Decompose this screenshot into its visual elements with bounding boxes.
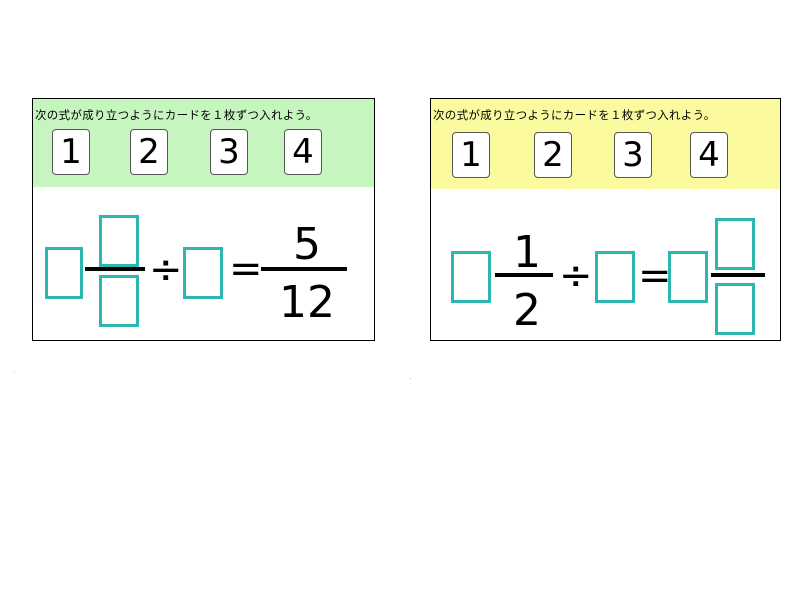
right-result-numerator-slot[interactable] (715, 218, 755, 270)
left-equals-sign: = (229, 246, 263, 292)
right-given-numerator: 1 (513, 227, 541, 278)
right-result-fraction-bar (711, 273, 765, 277)
right-header: 次の式が成り立つようにカードを１枚ずつ入れよう。 1 2 3 4 (431, 99, 780, 189)
left-puzzle-panel: 次の式が成り立つようにカードを１枚ずつ入れよう。 1 2 3 4 ÷ = 5 1… (32, 98, 375, 341)
left-result-fraction-bar (261, 267, 347, 271)
left-numerator-slot[interactable] (99, 215, 139, 267)
right-given-fraction-bar (495, 273, 553, 277)
left-card-1[interactable]: 1 (52, 129, 90, 175)
left-fraction-bar (85, 267, 145, 271)
right-instruction: 次の式が成り立つようにカードを１枚ずつ入れよう。 (433, 108, 716, 122)
left-denominator-slot[interactable] (99, 275, 139, 327)
right-divide-sign: ÷ (559, 253, 593, 299)
stray-dot (14, 371, 15, 372)
right-card-4[interactable]: 4 (690, 132, 728, 178)
left-result-numerator: 5 (293, 219, 321, 270)
left-whole-slot[interactable] (45, 247, 83, 299)
right-card-2[interactable]: 2 (534, 132, 572, 178)
left-instruction: 次の式が成り立つようにカードを１枚ずつ入れよう。 (35, 108, 318, 122)
left-divisor-slot[interactable] (183, 247, 223, 299)
right-puzzle-panel: 次の式が成り立つようにカードを１枚ずつ入れよう。 1 2 3 4 1 2 ÷ = (430, 98, 781, 341)
right-card-1[interactable]: 1 (452, 132, 490, 178)
left-divide-sign: ÷ (149, 247, 183, 293)
left-card-3[interactable]: 3 (210, 129, 248, 175)
left-result-denominator: 12 (279, 277, 335, 328)
right-equals-sign: = (638, 253, 672, 299)
right-whole-slot[interactable] (451, 251, 491, 303)
left-header: 次の式が成り立つようにカードを１枚ずつ入れよう。 1 2 3 4 (33, 99, 374, 187)
right-card-3[interactable]: 3 (614, 132, 652, 178)
right-result-denominator-slot[interactable] (715, 283, 755, 335)
right-divisor-slot[interactable] (595, 251, 635, 303)
left-card-4[interactable]: 4 (284, 129, 322, 175)
right-given-denominator: 2 (513, 285, 541, 336)
stray-dot (410, 378, 411, 379)
right-result-whole-slot[interactable] (668, 251, 708, 303)
left-card-2[interactable]: 2 (130, 129, 168, 175)
